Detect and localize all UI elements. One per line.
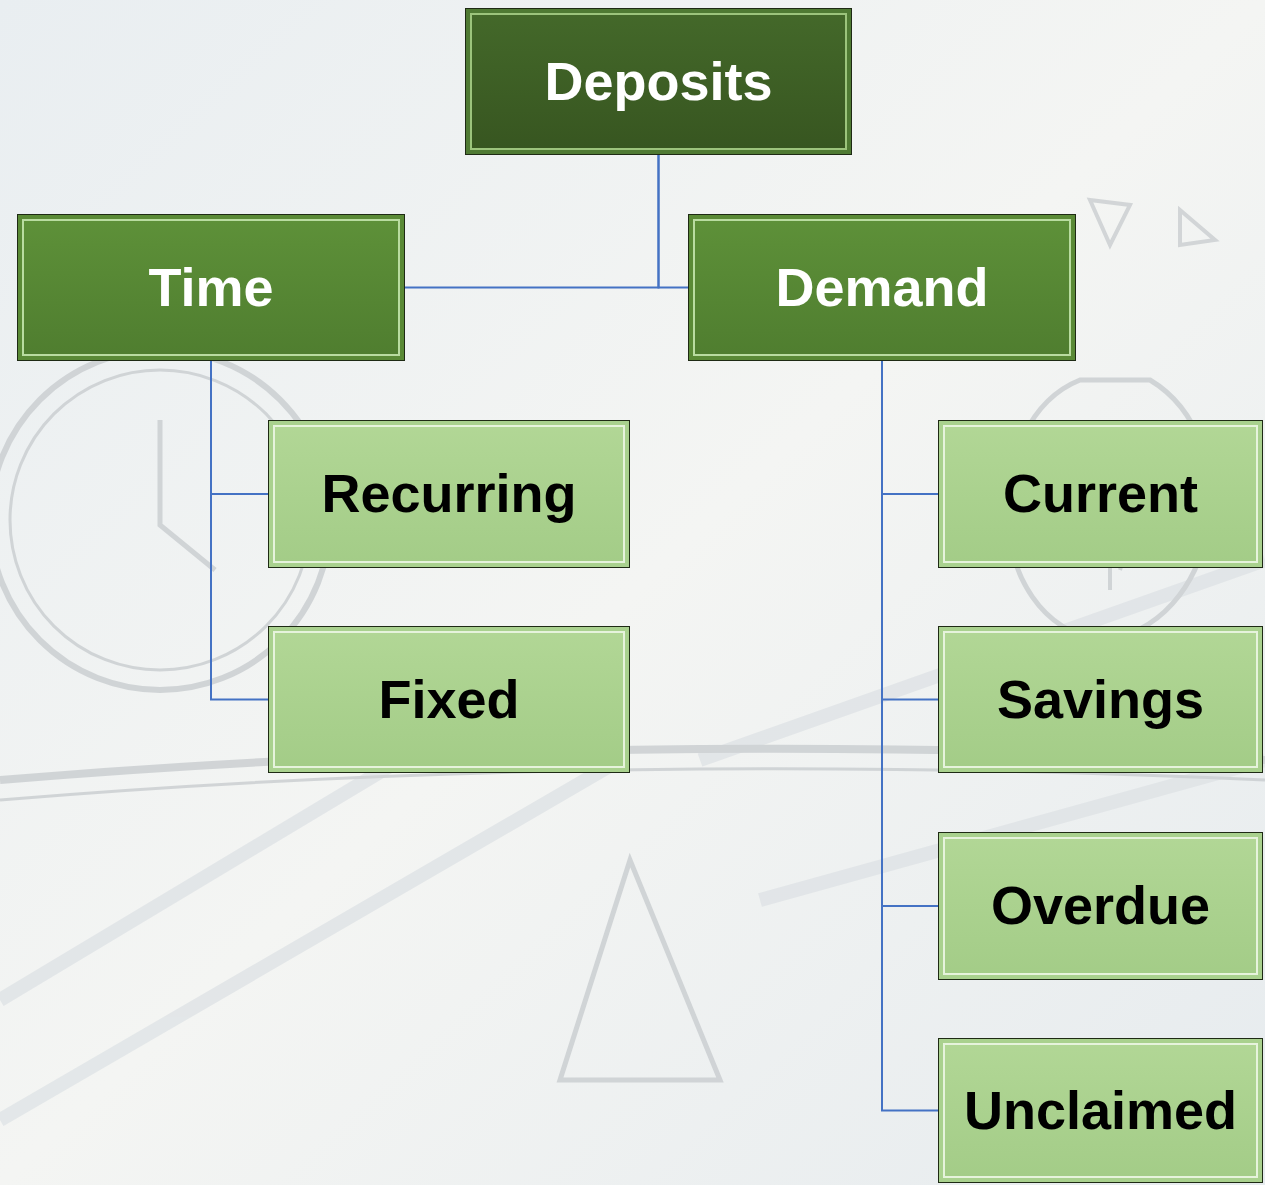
root-box: Deposits	[465, 8, 852, 155]
connector-line	[882, 361, 938, 906]
connector-line	[882, 361, 938, 1111]
type-box: Recurring	[268, 420, 630, 568]
node-label: Demand	[775, 258, 988, 317]
type-box: Savings	[938, 626, 1263, 773]
type-box: Fixed	[268, 626, 630, 773]
node-label: Time	[148, 258, 273, 317]
sketch-lines	[0, 200, 1265, 1120]
type-box: Unclaimed	[938, 1038, 1263, 1183]
clock-rim	[10, 370, 310, 670]
coin-sketch	[1090, 200, 1215, 245]
clock-hands	[160, 420, 215, 570]
connector-line	[405, 155, 659, 288]
type-box: Current	[938, 420, 1263, 568]
scale-beam-edge	[0, 769, 1265, 800]
node-label: Savings	[997, 670, 1204, 729]
node-label: Fixed	[378, 670, 519, 729]
node-label: Overdue	[991, 876, 1210, 935]
connector-line	[882, 361, 938, 494]
category-box: Time	[17, 214, 405, 361]
scale-pivot	[560, 860, 720, 1080]
type-box: Overdue	[938, 832, 1263, 980]
category-box: Demand	[688, 214, 1076, 361]
node-label: Recurring	[321, 464, 576, 523]
connector-line	[659, 155, 689, 288]
node-label: Deposits	[544, 52, 772, 111]
node-label: Unclaimed	[964, 1081, 1237, 1140]
connector-line	[882, 361, 938, 700]
connector-line	[211, 361, 268, 494]
connector-line	[211, 361, 268, 700]
node-label: Current	[1003, 464, 1198, 523]
